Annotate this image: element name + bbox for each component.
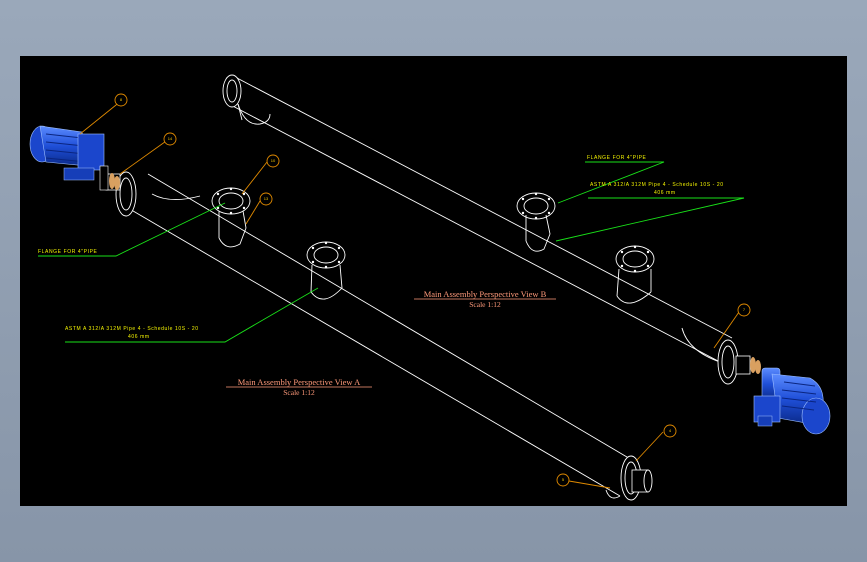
flange-b-label: FLANGE FOR 4"PIPE (587, 155, 647, 161)
motor-b (753, 367, 831, 435)
pipe-b-nozzle-1 (516, 192, 556, 252)
view-a-scale: Scale 1:12 (283, 388, 315, 397)
pipe-a-right-end (605, 455, 653, 501)
svg-text:10: 10 (271, 158, 276, 163)
cad-viewport[interactable]: 8 14 10 13 4 5 7 (20, 56, 847, 506)
pipe-b-spec-line1: ASTM A 312/A 312M Pipe 4 - Schedule 10S … (590, 182, 724, 188)
pipe-b-bottom-edge (226, 102, 721, 363)
motor-a (29, 125, 109, 191)
pipe-b-left-end (222, 74, 271, 125)
pipe-b-spec-line2: 406 mm (654, 190, 676, 196)
flange-b-leader (557, 161, 665, 204)
svg-text:14: 14 (168, 136, 173, 141)
pipe-a-spec-line2: 406 mm (128, 334, 150, 340)
balloon-a-nozzle: 13 (245, 192, 273, 225)
balloon-a-bottom: 5 (556, 473, 611, 489)
view-b-title-block: Main Assembly Perspective View B Scale 1… (414, 289, 556, 309)
svg-text:7: 7 (743, 307, 746, 312)
pipe-b-leader (555, 197, 745, 242)
pipe-a-top-edge (147, 173, 633, 461)
pipe-b-nozzle-2 (615, 245, 655, 304)
flange-a-label: FLANGE FOR 4"PIPE (38, 249, 98, 255)
balloon-a-motor: 8 (79, 93, 128, 135)
pipe-a-leader (65, 287, 319, 343)
balloon-a-endcap: 4 (635, 424, 677, 462)
svg-text:5: 5 (562, 477, 565, 482)
assembly-view-a (29, 125, 653, 501)
pipe-b-top-edge (236, 77, 733, 339)
pipe-b-right-end (681, 327, 761, 385)
pipe-a-bottom-edge (127, 207, 621, 497)
assembly-view-b (222, 74, 831, 435)
view-a-title-block: Main Assembly Perspective View A Scale 1… (226, 377, 372, 397)
view-a-title: Main Assembly Perspective View A (238, 377, 361, 387)
balloon-a-coupling: 14 (119, 132, 177, 175)
view-b-scale: Scale 1:12 (469, 300, 501, 309)
pipe-a-left-end (115, 171, 201, 217)
svg-text:8: 8 (120, 97, 123, 102)
flange-a-leader (38, 202, 226, 257)
balloon-a-flange: 10 (241, 154, 280, 195)
drawing-canvas: 8 14 10 13 4 5 7 (29, 74, 831, 501)
balloon-b-endcap: 7 (713, 303, 751, 349)
svg-text:13: 13 (264, 196, 269, 201)
pipe-a-spec-line1: ASTM A 312/A 312M Pipe 4 - Schedule 10S … (65, 326, 199, 332)
svg-text:4: 4 (669, 428, 672, 433)
pipe-a-nozzle-1 (211, 187, 251, 248)
pipe-a-coupling (105, 173, 121, 191)
pipe-a-nozzle-2 (306, 241, 346, 300)
view-b-title: Main Assembly Perspective View B (424, 289, 547, 299)
